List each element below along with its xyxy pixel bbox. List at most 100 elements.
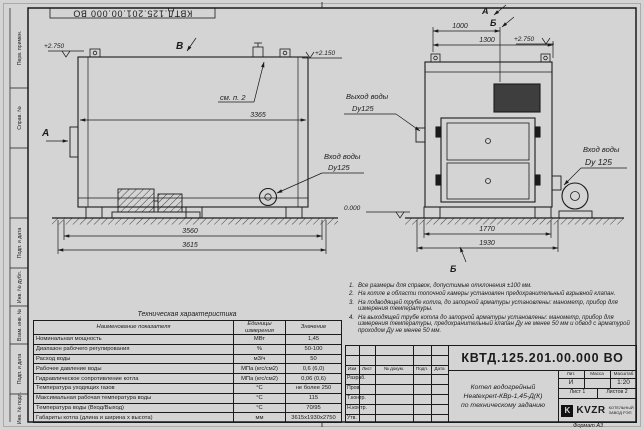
- lifting-lug: [89, 48, 101, 58]
- marker-a: А: [481, 6, 489, 16]
- dim-3365: 3365: [250, 112, 266, 119]
- role-razrab: Разраб.: [347, 375, 366, 382]
- elevation-flag: [541, 37, 551, 45]
- door-handle: [485, 178, 491, 184]
- col-sign: Подп.: [415, 366, 429, 372]
- door-panel-upper: [446, 122, 530, 161]
- inlet-leader: [276, 172, 323, 194]
- spec-cell-name: Расход воды: [33, 353, 234, 365]
- spec-cell-name: Рабочее давление воды: [33, 363, 234, 375]
- note-number: 2.: [349, 291, 355, 298]
- mass-header: Масса: [590, 370, 604, 376]
- spec-col-value: Значение: [285, 320, 342, 335]
- door-hinge: [435, 126, 442, 138]
- front-view-linework: [405, 53, 624, 225]
- outlet-label-line1: Выход воды: [346, 92, 389, 101]
- inlet-label-line1: Вход воды: [583, 145, 620, 154]
- spec-cell-units: %: [233, 343, 286, 355]
- elev-top-front: +2.750: [514, 36, 534, 43]
- strip-label: Справ. №: [17, 106, 23, 130]
- note-number: 3.: [349, 299, 355, 306]
- spec-header-row: Наименование показателя Единицы измерени…: [33, 320, 342, 335]
- product-name-line3: по техническому заданию: [461, 402, 545, 409]
- lifting-lug: [540, 53, 551, 63]
- view-arrow-b: [186, 37, 197, 52]
- elev-top-left: +2.750: [44, 43, 64, 50]
- scale-header: Масштаб: [613, 370, 634, 376]
- spec-cell-name: Температура воды (Вход/Выход): [33, 402, 234, 414]
- logo-word: KVZR: [576, 405, 606, 416]
- stamp-designation: КВТД.125.201.00.000 ВО: [73, 9, 193, 19]
- spec-row: Диапазон рабочего регулирования%50-100: [33, 343, 342, 355]
- dim-1000: 1000: [452, 23, 468, 30]
- spec-cell-name: Максимальная рабочая температура воды: [33, 392, 234, 404]
- inlet-label-line2: Dy125: [328, 163, 351, 172]
- product-name: Котел водогрейный Heatexpert-КВр-1,45-Д(…: [448, 370, 558, 423]
- spec-cell-units: МПа (кгс/см2): [233, 373, 286, 384]
- note-number: 4.: [349, 314, 355, 321]
- title-block: Изм Лист № докум. Подп. Дата Разраб. Про…: [345, 345, 637, 423]
- note-item: 1. Все размеры для справок, допустимые о…: [349, 283, 633, 290]
- blower-fan: [561, 182, 589, 210]
- strip-label: Подп. и дата: [17, 354, 23, 385]
- burner-flange: [69, 126, 79, 158]
- document-designation: КВТД.125.201.00.000 ВО: [461, 350, 624, 365]
- col-list: Лист: [362, 366, 372, 372]
- spec-cell-units: МПа (кгс/см2): [233, 363, 286, 375]
- sheets-total: Листов 2: [606, 389, 628, 396]
- elevation-flag-zero: [395, 211, 405, 219]
- front-door: [440, 117, 536, 203]
- door-panel-lower: [446, 162, 530, 200]
- company-logo: K KVZR КОТЕЛЬНЫЙ ЗАВОД РЭП: [558, 398, 637, 423]
- note-text: Все размеры для справок, допустимые откл…: [358, 283, 532, 289]
- lifting-lug: [279, 48, 291, 58]
- spec-cell-name: Номинальная мощность: [33, 334, 234, 345]
- corner-stamp-box: [49, 7, 216, 19]
- marker-b-bottom: Б: [450, 264, 457, 274]
- elevation-flag: [61, 50, 71, 58]
- dim-1930: 1930: [479, 240, 495, 247]
- role-utv: Утв.: [347, 414, 357, 421]
- spec-section: Техническая характеристика Наименование …: [33, 311, 342, 424]
- logo-subtitle-line1: КОТЕЛЬНЫЙ: [608, 404, 634, 410]
- product-name-line1: Котел водогрейный: [470, 384, 536, 391]
- front-view-dimensions: [344, 4, 627, 263]
- inlet-label-line1: Вход воды: [324, 152, 361, 161]
- spec-title: Техническая характеристика: [137, 311, 237, 318]
- sheet-number: Лист 1: [569, 389, 586, 396]
- logo-icon: K: [561, 404, 574, 417]
- outlet-leader: [395, 113, 421, 132]
- spec-col-units: Единицы измерения: [233, 320, 286, 335]
- spec-row: Габариты котла (длина и ширина х высота)…: [33, 412, 342, 424]
- spec-cell-value: 50-100: [285, 343, 342, 355]
- spec-cell-value: 0,6 (6,0): [285, 363, 342, 375]
- strip-label: Инв. № дубл.: [17, 271, 23, 303]
- note-text: На выходящей трубе котла до запорной арм…: [358, 314, 630, 335]
- elev-zero: 0.000: [344, 205, 361, 212]
- col-docnum: № докум.: [383, 366, 405, 372]
- inlet-leader: [563, 167, 582, 186]
- spec-cell-name: Диапазон рабочего регулирования: [33, 343, 234, 355]
- view-arrow-a: [493, 4, 507, 16]
- mass-value: [584, 378, 610, 388]
- format-note: Формат А3: [573, 423, 604, 429]
- door-handle: [485, 138, 491, 144]
- ground-hatch: [405, 218, 624, 225]
- note-item: 4. На выходящей трубе котла до запорной …: [349, 315, 633, 335]
- note-number: 1.: [349, 283, 355, 289]
- door-hinge: [435, 174, 442, 186]
- role-nkontr: Н.контр.: [347, 405, 367, 412]
- view-arrow-b-bottom: [459, 246, 467, 263]
- view-arrow-b2: [501, 16, 515, 28]
- notes: 1. Все размеры для справок, допустимые о…: [349, 283, 633, 337]
- strip-label: Подп. и дата: [17, 228, 23, 259]
- col-izm: Изм: [347, 366, 357, 372]
- spec-cell-value: не более 250: [285, 382, 342, 394]
- note-text: На подводящей трубе котла, до запорной а…: [358, 299, 618, 313]
- water-outlet-stub: [415, 127, 426, 143]
- lit-header: Лит.: [566, 370, 576, 376]
